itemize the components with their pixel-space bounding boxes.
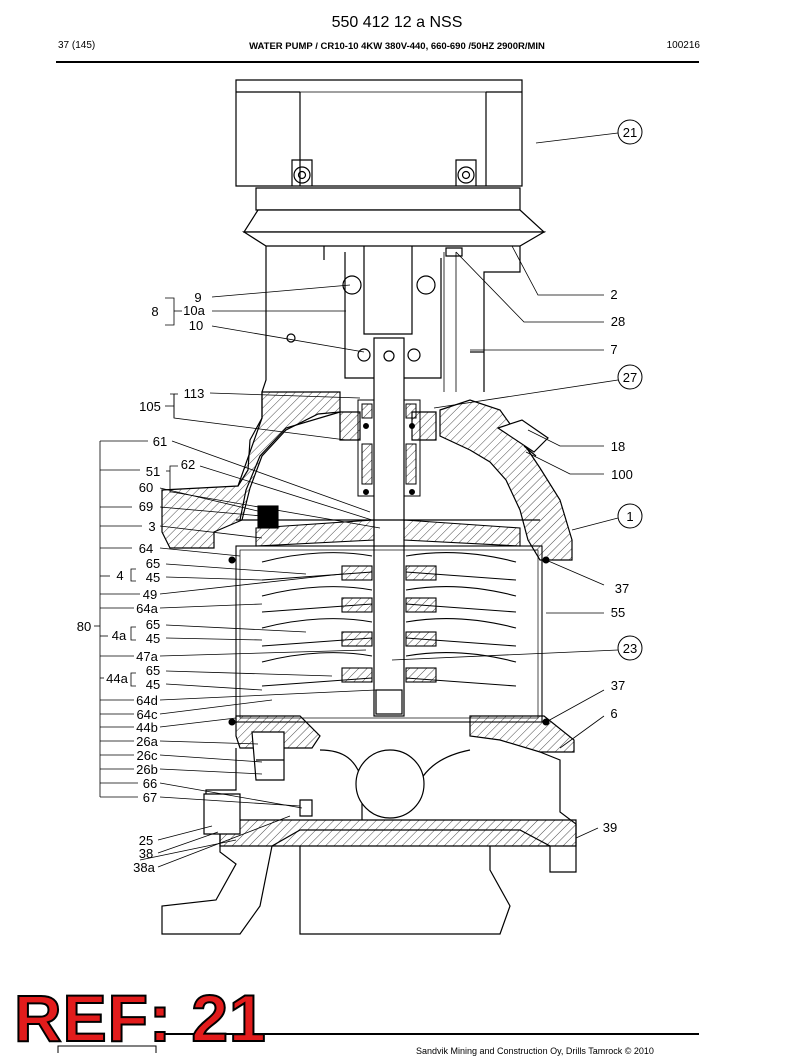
callout-45-c: 45 xyxy=(146,677,160,692)
callout-2: 2 xyxy=(610,287,617,302)
callout-4a: 4a xyxy=(112,628,127,643)
callout-64: 64 xyxy=(139,541,153,556)
callout-18: 18 xyxy=(611,439,625,454)
callout-100: 100 xyxy=(611,467,633,482)
callout-49: 49 xyxy=(143,587,157,602)
callout-10: 10 xyxy=(189,318,203,333)
motor-housing xyxy=(235,79,547,247)
callout-4: 4 xyxy=(116,568,123,583)
document-code: 100216 xyxy=(666,40,700,51)
callout-67: 67 xyxy=(143,790,157,805)
callout-labels: 21 27 1 23 2 28 7 18 100 37 55 37 6 39 9… xyxy=(77,125,637,875)
callout-65-b: 65 xyxy=(146,617,160,632)
callout-21: 21 xyxy=(623,125,637,140)
callout-65-c: 65 xyxy=(146,663,160,678)
callout-1: 1 xyxy=(626,509,633,524)
drawing-title: WATER PUMP / CR10-10 4KW 380V-440, 660-6… xyxy=(249,41,545,52)
callout-leader-lines xyxy=(94,132,619,868)
callout-51: 51 xyxy=(146,464,160,479)
reference-banner: REF: 21 xyxy=(13,981,267,1055)
callout-3: 3 xyxy=(148,519,155,534)
callout-45-b: 45 xyxy=(146,631,160,646)
callout-26a: 26a xyxy=(136,734,158,749)
pump-head xyxy=(161,391,573,561)
callout-80: 80 xyxy=(77,619,91,634)
callout-47a: 47a xyxy=(136,649,158,664)
callout-27: 27 xyxy=(623,370,637,385)
callout-9: 9 xyxy=(194,290,201,305)
callout-23: 23 xyxy=(623,641,637,656)
callout-44b: 44b xyxy=(136,720,158,735)
callout-62: 62 xyxy=(181,457,195,472)
callout-6: 6 xyxy=(610,706,617,721)
page-number: 37 (145) xyxy=(58,40,96,51)
callout-113: 113 xyxy=(184,386,205,401)
callout-64c: 64c xyxy=(137,707,158,722)
document-number: 550 412 12 a NSS xyxy=(331,14,463,31)
callout-45: 45 xyxy=(146,570,160,585)
callout-7: 7 xyxy=(610,342,617,357)
shaft-seal xyxy=(357,399,421,497)
callout-25: 25 xyxy=(139,833,153,848)
callout-65: 65 xyxy=(146,556,160,571)
footer-copyright: Sandvik Mining and Construction Oy, Dril… xyxy=(416,1046,654,1056)
callout-105: 105 xyxy=(139,399,161,414)
callout-66: 66 xyxy=(143,776,157,791)
callout-circles xyxy=(617,119,643,661)
pump-chamber-stack xyxy=(228,505,550,726)
callout-38: 38 xyxy=(139,846,153,861)
sandvik-logo xyxy=(57,1045,157,1053)
callout-44a: 44a xyxy=(106,671,128,686)
callout-37: 37 xyxy=(615,581,629,596)
callout-55: 55 xyxy=(611,605,625,620)
callout-38a: 38a xyxy=(133,860,155,875)
callout-26b: 26b xyxy=(136,762,158,777)
callout-8: 8 xyxy=(151,304,158,319)
callout-60: 60 xyxy=(139,480,153,495)
callout-64a: 64a xyxy=(136,601,158,616)
callout-37b: 37 xyxy=(611,678,625,693)
header-rule xyxy=(56,61,699,63)
pump-shaft xyxy=(373,337,405,717)
callout-26c: 26c xyxy=(137,748,158,763)
callout-61: 61 xyxy=(153,434,167,449)
callout-10a: 10a xyxy=(183,303,205,318)
callout-28: 28 xyxy=(611,314,625,329)
callout-64d: 64d xyxy=(136,693,158,708)
pump-base xyxy=(161,715,577,935)
callout-39: 39 xyxy=(603,820,617,835)
callout-69: 69 xyxy=(139,499,153,514)
